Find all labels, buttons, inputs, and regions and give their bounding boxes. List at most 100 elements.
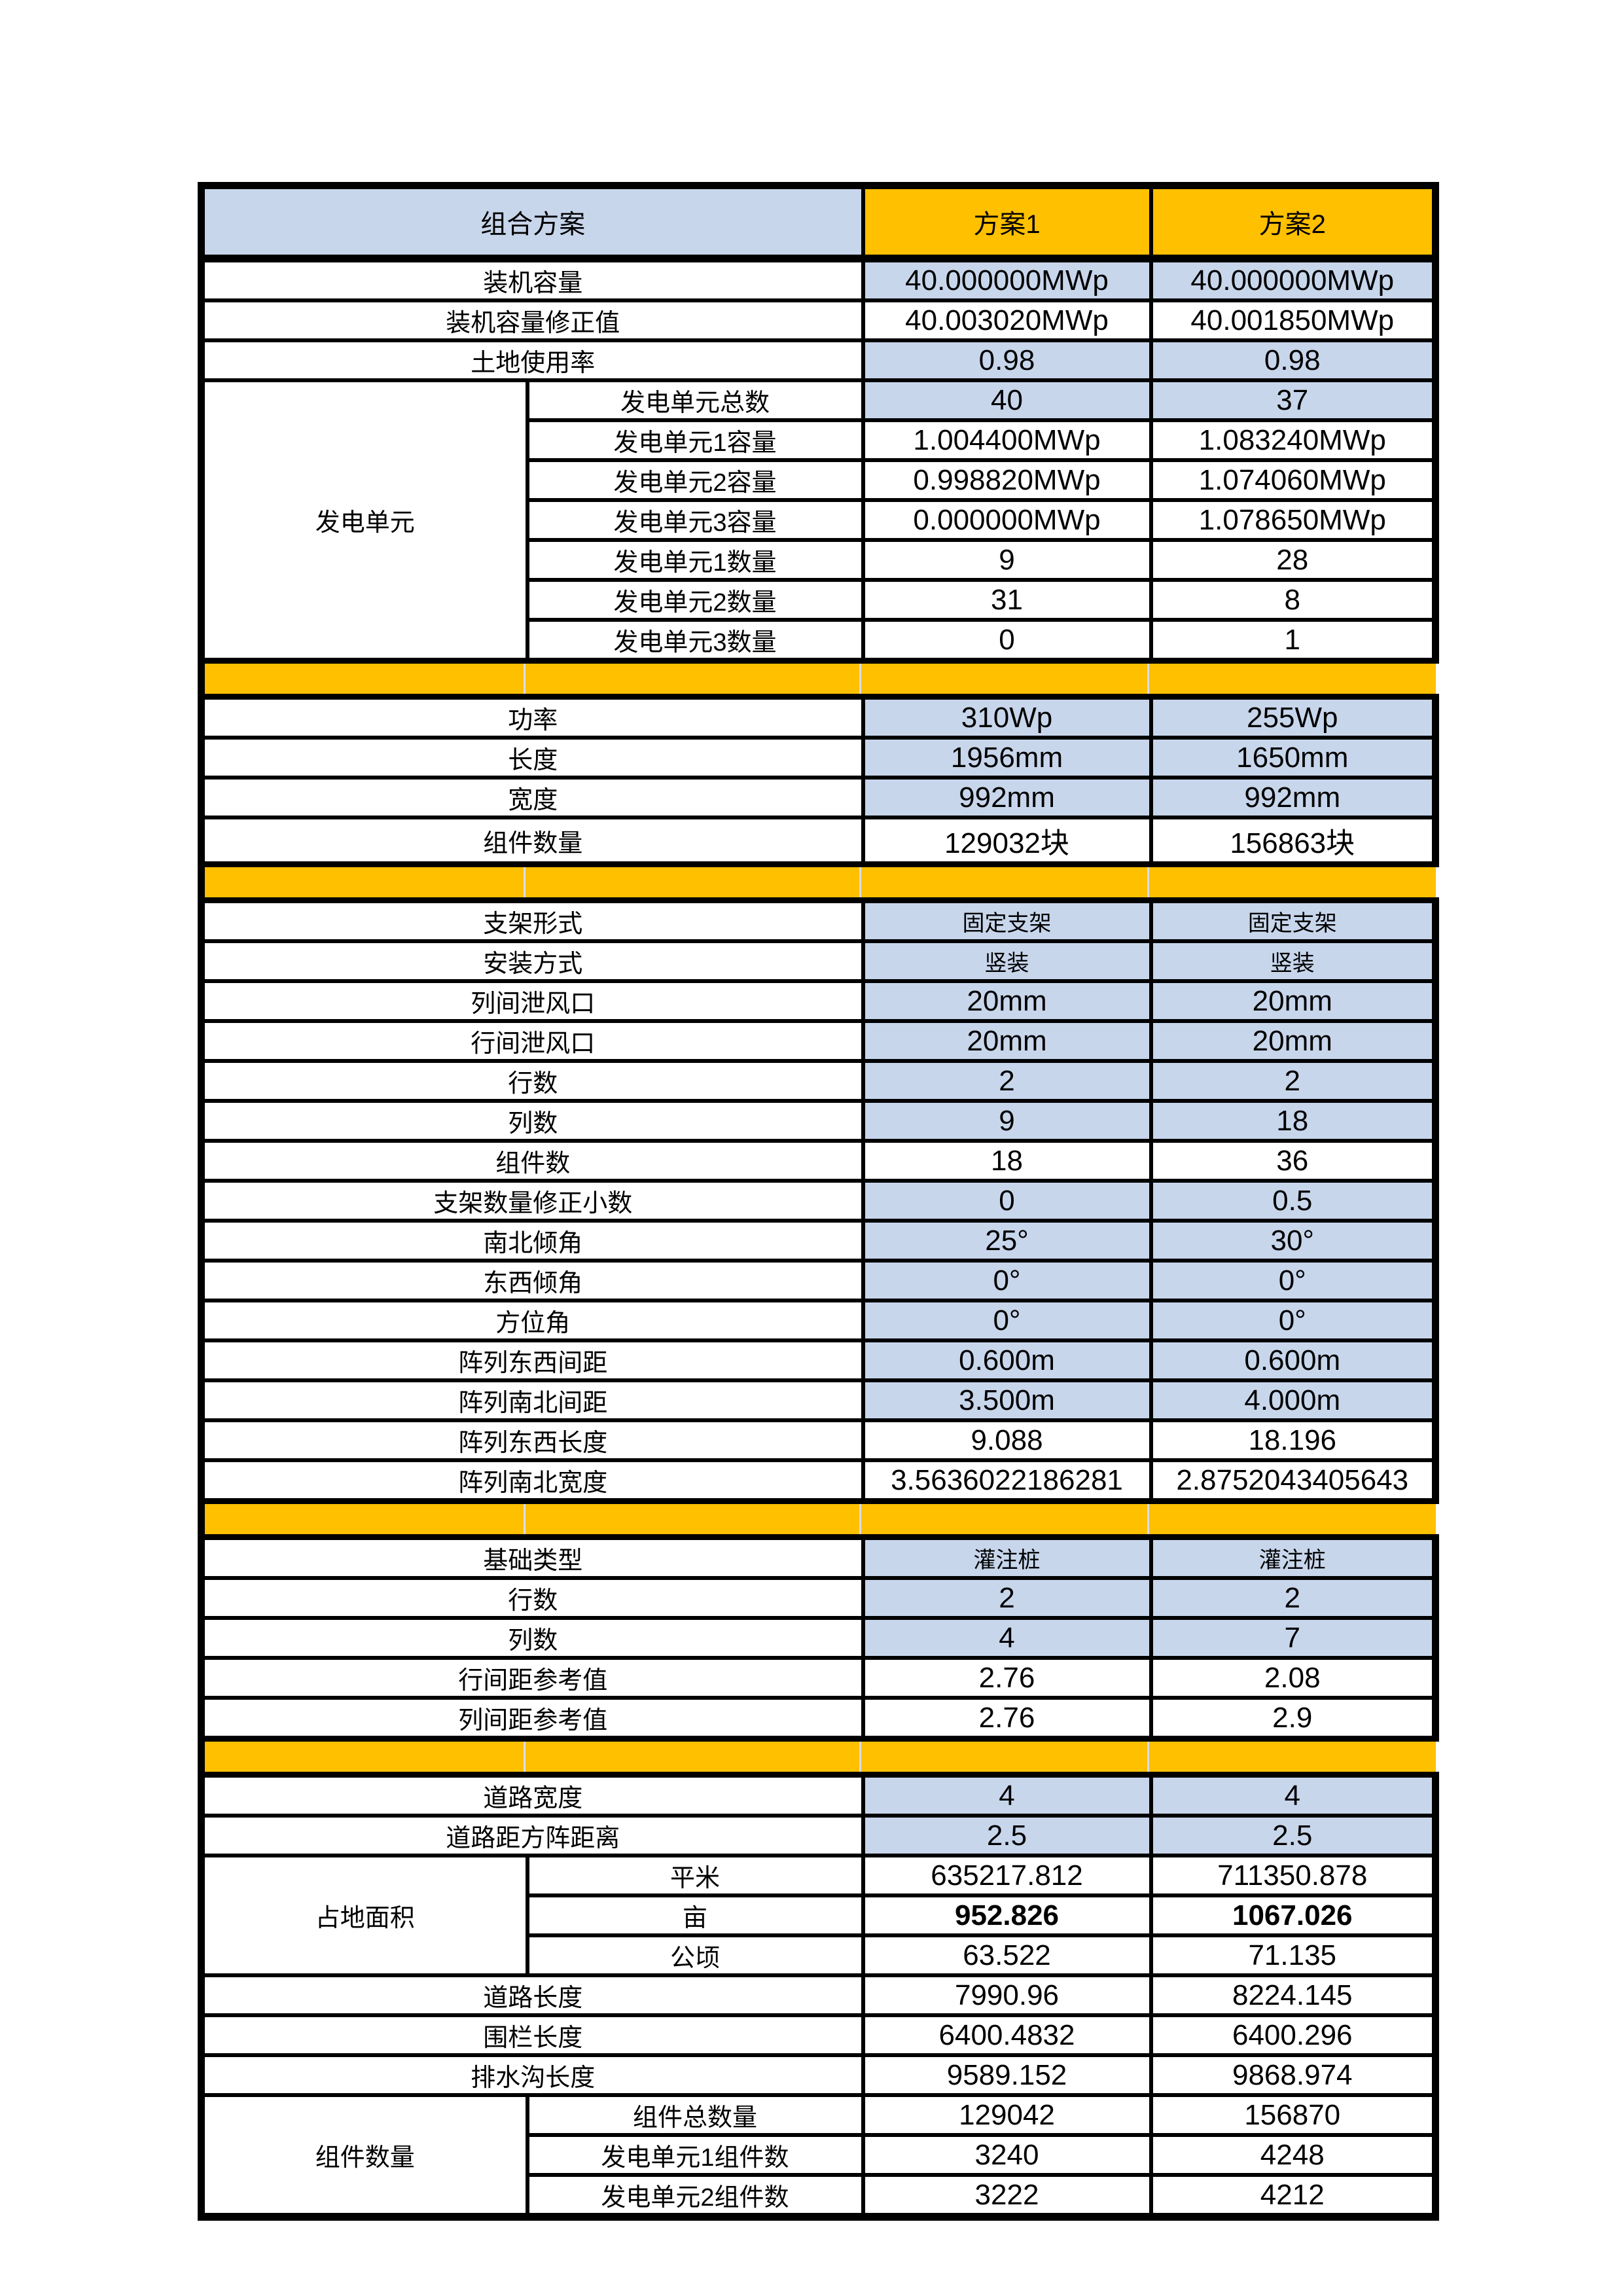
- row-label: 发电单元1数量: [525, 538, 865, 582]
- scheme2-value-cell: 2.5: [1149, 1814, 1439, 1857]
- row-label: 装机容量修正值: [198, 298, 865, 342]
- section-separator-band: [198, 658, 1436, 700]
- scheme2-value-cell: 1: [1149, 618, 1439, 663]
- row-label: 组件数: [198, 1139, 865, 1183]
- scheme2-value-cell: 2.08: [1149, 1656, 1439, 1700]
- scheme2-value-cell: 1650mm: [1149, 736, 1439, 780]
- scheme1-value-cell: 952.826: [861, 1893, 1153, 1937]
- scheme1-value-cell: 40.000000MWp: [861, 257, 1153, 302]
- row-label: 安装方式: [198, 939, 865, 983]
- scheme2-value-cell: 4.000m: [1149, 1378, 1439, 1422]
- row-label: 发电单元3容量: [525, 498, 865, 542]
- section-separator-band: [198, 861, 1436, 903]
- scheme2-value-cell: 1067.026: [1149, 1893, 1439, 1937]
- row-label: 组件总数量: [525, 2093, 865, 2137]
- scheme2-value-cell: 8: [1149, 578, 1439, 622]
- scheme2-value-cell: 2.9: [1149, 1696, 1439, 1741]
- band-gridline: [524, 666, 526, 691]
- band-gridline: [1147, 666, 1149, 691]
- row-label: 宽度: [198, 776, 865, 819]
- row-group-label: 组件数量: [198, 2093, 529, 2221]
- row-label: 发电单元1组件数: [525, 2133, 865, 2177]
- scheme1-value-cell: 2.76: [861, 1696, 1153, 1741]
- band-right-extension: [1434, 666, 1436, 691]
- scheme1-value-cell: 3.500m: [861, 1378, 1153, 1422]
- scheme2-value-cell: 30°: [1149, 1219, 1439, 1263]
- scheme1-value-cell: 635217.812: [861, 1854, 1153, 1897]
- scheme1-value-cell: 2.76: [861, 1656, 1153, 1700]
- scheme2-value-cell: 156870: [1149, 2093, 1439, 2137]
- scheme1-value-cell: 3.5636022186281: [861, 1458, 1153, 1503]
- scheme1-value-cell: 4: [861, 1772, 1153, 1818]
- band-gridline: [524, 1507, 526, 1532]
- row-group-label: 发电单元: [198, 378, 529, 663]
- row-label: 平米: [525, 1854, 865, 1897]
- scheme2-value-cell: 4248: [1149, 2133, 1439, 2177]
- row-label: 发电单元1容量: [525, 418, 865, 462]
- scheme1-value-cell: 20mm: [861, 1019, 1153, 1063]
- scheme2-value-cell: 28: [1149, 538, 1439, 582]
- section-separator-row: [198, 658, 1436, 700]
- scheme2-value-cell: 20mm: [1149, 1019, 1439, 1063]
- row-label: 列间泄风口: [198, 979, 865, 1023]
- scheme1-value-cell: 2: [861, 1059, 1153, 1103]
- row-label: 支架数量修正小数: [198, 1179, 865, 1223]
- scheme1-value-cell: 992mm: [861, 776, 1153, 819]
- scheme1-value-cell: 9589.152: [861, 2053, 1153, 2097]
- table-row: 安装方式竖装竖装: [198, 939, 1439, 983]
- row-label: 列数: [198, 1099, 865, 1143]
- header-scheme2: 方案2: [1149, 182, 1439, 262]
- scheme1-value-cell: 40: [861, 378, 1153, 422]
- scheme2-value-cell: 固定支架: [1149, 898, 1439, 943]
- scheme2-value-cell: 9868.974: [1149, 2053, 1439, 2097]
- table-row: 支架形式固定支架固定支架: [198, 898, 1439, 943]
- row-label: 发电单元2容量: [525, 458, 865, 502]
- row-label: 列数: [198, 1616, 865, 1660]
- row-label: 道路宽度: [198, 1772, 865, 1818]
- section-separator-band: [198, 1736, 1436, 1778]
- scheme1-value-cell: 63.522: [861, 1933, 1153, 1977]
- scheme1-value-cell: 0.000000MWp: [861, 498, 1153, 542]
- row-label: 行间距参考值: [198, 1656, 865, 1700]
- row-label: 排水沟长度: [198, 2053, 865, 2097]
- row-label: 行数: [198, 1059, 865, 1103]
- scheme2-value-cell: 竖装: [1149, 939, 1439, 983]
- scheme2-value-cell: 40.001850MWp: [1149, 298, 1439, 342]
- scheme2-value-cell: 37: [1149, 378, 1439, 422]
- scheme1-value-cell: 2: [861, 1576, 1153, 1620]
- row-label: 道路长度: [198, 1973, 865, 2017]
- row-label: 发电单元2组件数: [525, 2173, 865, 2221]
- scheme2-value-cell: 2: [1149, 1576, 1439, 1620]
- band-gridline: [1147, 1744, 1149, 1769]
- scheme1-value-cell: 25°: [861, 1219, 1153, 1263]
- section-separator-band: [198, 1498, 1436, 1540]
- scheme1-value-cell: 固定支架: [861, 898, 1153, 943]
- row-label: 行数: [198, 1576, 865, 1620]
- scheme2-value-cell: 8224.145: [1149, 1973, 1439, 2017]
- scheme2-value-cell: 36: [1149, 1139, 1439, 1183]
- scheme1-value-cell: 9: [861, 1099, 1153, 1143]
- row-label: 公顷: [525, 1933, 865, 1977]
